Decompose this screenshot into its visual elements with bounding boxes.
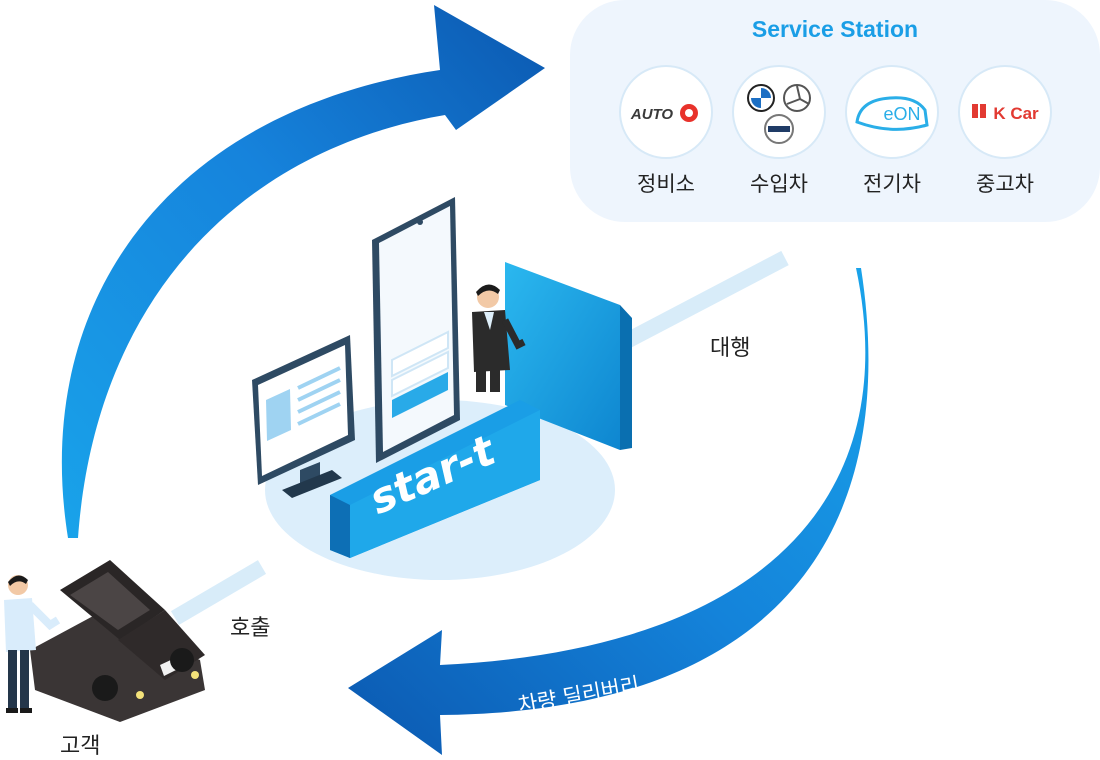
phone-icon	[372, 197, 460, 463]
customer-label: 고객	[60, 734, 101, 759]
autoq-logo: AUTO	[619, 65, 713, 159]
service-label-ev: 전기차	[863, 172, 921, 196]
call-connector-line	[170, 560, 267, 625]
customer-person	[4, 575, 61, 713]
car-icon	[30, 560, 205, 722]
eon-logo-text: eON	[883, 104, 920, 124]
eon-car-logo: eON	[845, 65, 939, 159]
service-station-title: Service Station	[751, 16, 919, 42]
kcar-logo-text: K Car	[993, 104, 1039, 123]
service-label-used: 중고차	[976, 172, 1034, 196]
import-brands-logos	[732, 65, 826, 159]
delivery-arrow	[348, 268, 869, 755]
blue-board	[505, 262, 632, 450]
autoq-logo-text: AUTO	[630, 106, 674, 123]
pickup-arrow	[61, 5, 546, 538]
agent-person	[472, 284, 526, 392]
call-label: 호출	[230, 616, 271, 641]
kcar-logo: K Car	[958, 65, 1052, 159]
service-station-panel	[570, 0, 1100, 222]
monitor-icon	[252, 335, 355, 498]
agency-label: 대행	[710, 336, 751, 361]
service-label-import: 수입차	[750, 172, 808, 196]
star-t-sign	[330, 400, 540, 558]
service-label-repair: 정비소	[637, 172, 695, 196]
